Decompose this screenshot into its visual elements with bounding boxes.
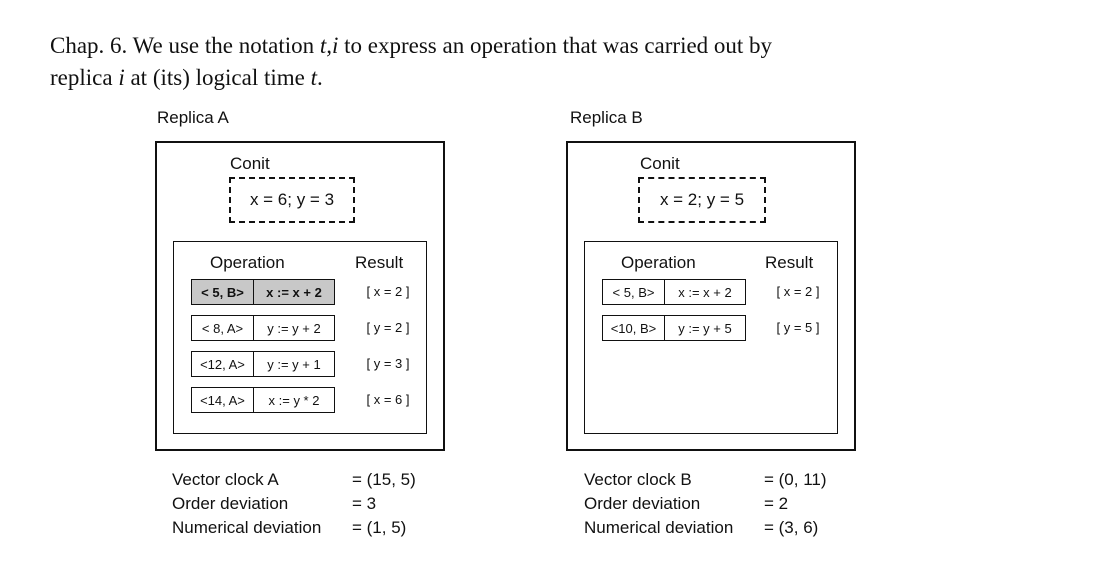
replica-b-operation-header: Operation [621, 253, 696, 272]
operation-timestamp: < 8, A> [192, 316, 254, 340]
replica-b-conit-value: x = 2; y = 5 [659, 190, 745, 209]
replica-b-result-header: Result [765, 253, 814, 272]
operation-timestamp: < 5, B> [192, 280, 254, 304]
replica-a-conit-label: Conit [230, 154, 270, 173]
replica-b-operation-log [584, 241, 838, 434]
operation-timestamp: <12, A> [192, 352, 254, 376]
stat-key: Vector clock B [584, 470, 692, 489]
stat-row: Vector clock A = (15, 5) [172, 468, 416, 492]
replica-a-result-header: Result [355, 253, 404, 272]
replica-b-conit-label: Conit [640, 154, 680, 173]
intro-part1: Chap. 6. We use the notation [50, 33, 320, 58]
operation-row: < 5, B>x := x + 2 [191, 279, 335, 305]
intro-part5: . [316, 65, 323, 90]
intro-line-2: replica i at (its) logical time t. [50, 62, 1050, 94]
replica-a-conit-box: x = 6; y = 3 [229, 177, 355, 223]
stat-row: Numerical deviation = (3, 6) [584, 516, 827, 540]
intro-part2: to express an operation that was carried… [338, 33, 773, 58]
replica-b-conit-box: x = 2; y = 5 [638, 177, 766, 223]
stat-key: Vector clock A [172, 470, 279, 489]
replica-a-stats: Vector clock A = (15, 5) Order deviation = … [172, 468, 416, 540]
stat-value: = 2 [764, 494, 789, 513]
operation-result: [ y = 2 ] [366, 320, 410, 335]
stat-value: = (3, 6) [764, 518, 819, 537]
operation-result: [ y = 5 ] [776, 320, 820, 335]
stat-value: = (15, 5) [352, 470, 416, 489]
replica-a-operation-log [173, 241, 427, 434]
stat-value: = 3 [352, 494, 377, 513]
operation-timestamp: < 5, B> [603, 280, 665, 304]
stat-row: Order deviation = 3 [172, 492, 416, 516]
replica-a-operation-header: Operation [210, 253, 285, 272]
intro-part3: replica [50, 65, 119, 90]
operation-expression: x := y * 2 [268, 392, 320, 408]
replica-a-box [155, 141, 445, 451]
operation-expression: y := y + 1 [267, 356, 321, 372]
replica-b-box [566, 141, 856, 451]
stat-row: Vector clock B = (0, 11) [584, 468, 827, 492]
intro-var-i: i [118, 65, 125, 90]
operation-row: < 8, A> y := y + 2 [191, 315, 335, 341]
operation-result: [ x = 2 ] [366, 284, 410, 299]
stat-value: = (1, 5) [352, 518, 407, 537]
operation-row: < 5, B> x := x + 2 [602, 279, 746, 305]
stat-key: Numerical deviation [172, 518, 322, 537]
replica-a-conit-value: x = 6; y = 3 [249, 190, 335, 209]
intro-part4: at (its) logical time [124, 65, 311, 90]
replica-b-label: Replica B [570, 108, 643, 127]
intro-text: Chap. 6. We use the notation t,i to expr… [50, 30, 1050, 94]
operation-row: <12, A> y := y + 1 [191, 351, 335, 377]
replica-b-stats: Vector clock B = (0, 11) Order deviation = … [584, 468, 827, 540]
stat-key: Order deviation [172, 494, 289, 513]
operation-timestamp: <14, A> [192, 388, 254, 412]
operation-row: <14, A> x := y * 2 [191, 387, 335, 413]
operation-result: [ x = 6 ] [366, 392, 410, 407]
operation-expression: x := x + 2 [254, 280, 334, 304]
operation-expression: x := x + 2 [678, 284, 732, 300]
operation-row: <10, B> y := y + 5 [602, 315, 746, 341]
stat-row: Order deviation = 2 [584, 492, 827, 516]
stat-value: = (0, 11) [764, 470, 827, 489]
stat-row: Numerical deviation = (1, 5) [172, 516, 416, 540]
operation-result: [ x = 2 ] [776, 284, 820, 299]
operation-result: [ y = 3 ] [366, 356, 410, 371]
intro-line-1: Chap. 6. We use the notation t,i to expr… [50, 30, 1050, 62]
stat-key: Numerical deviation [584, 518, 734, 537]
replica-a-label: Replica A [157, 108, 229, 127]
operation-timestamp: <10, B> [603, 316, 665, 340]
intro-notation: t,i [319, 33, 339, 58]
operation-expression: y := y + 2 [267, 320, 321, 336]
operation-expression: y := y + 5 [678, 320, 732, 336]
intro-var-t: t [310, 65, 317, 90]
stat-key: Order deviation [584, 494, 701, 513]
